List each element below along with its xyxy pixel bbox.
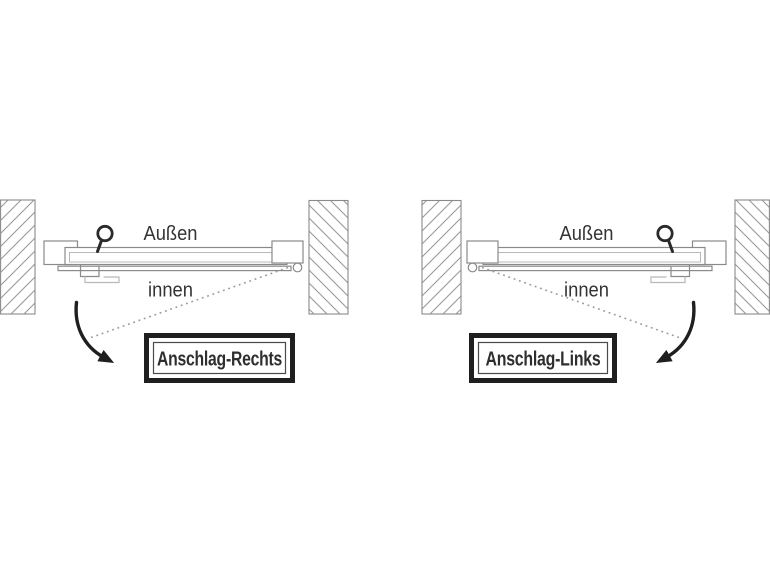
inside-label: innen — [148, 280, 193, 302]
caption-label: Anschlag-Rechts — [157, 349, 282, 371]
caption-box-inner-border — [152, 341, 287, 375]
outside-label: Außen — [144, 223, 198, 245]
panel-anschlag-rechts: Außen innen Anschlag-Rechts — [1, 200, 348, 383]
inside-label: innen — [564, 280, 609, 302]
panel-anschlag-links: Außen innen Anschlag-Links — [422, 200, 769, 383]
caption-label: Anschlag-Links — [486, 349, 601, 371]
caption-box-inner-border — [477, 341, 609, 375]
outside-label: Außen — [560, 223, 614, 245]
